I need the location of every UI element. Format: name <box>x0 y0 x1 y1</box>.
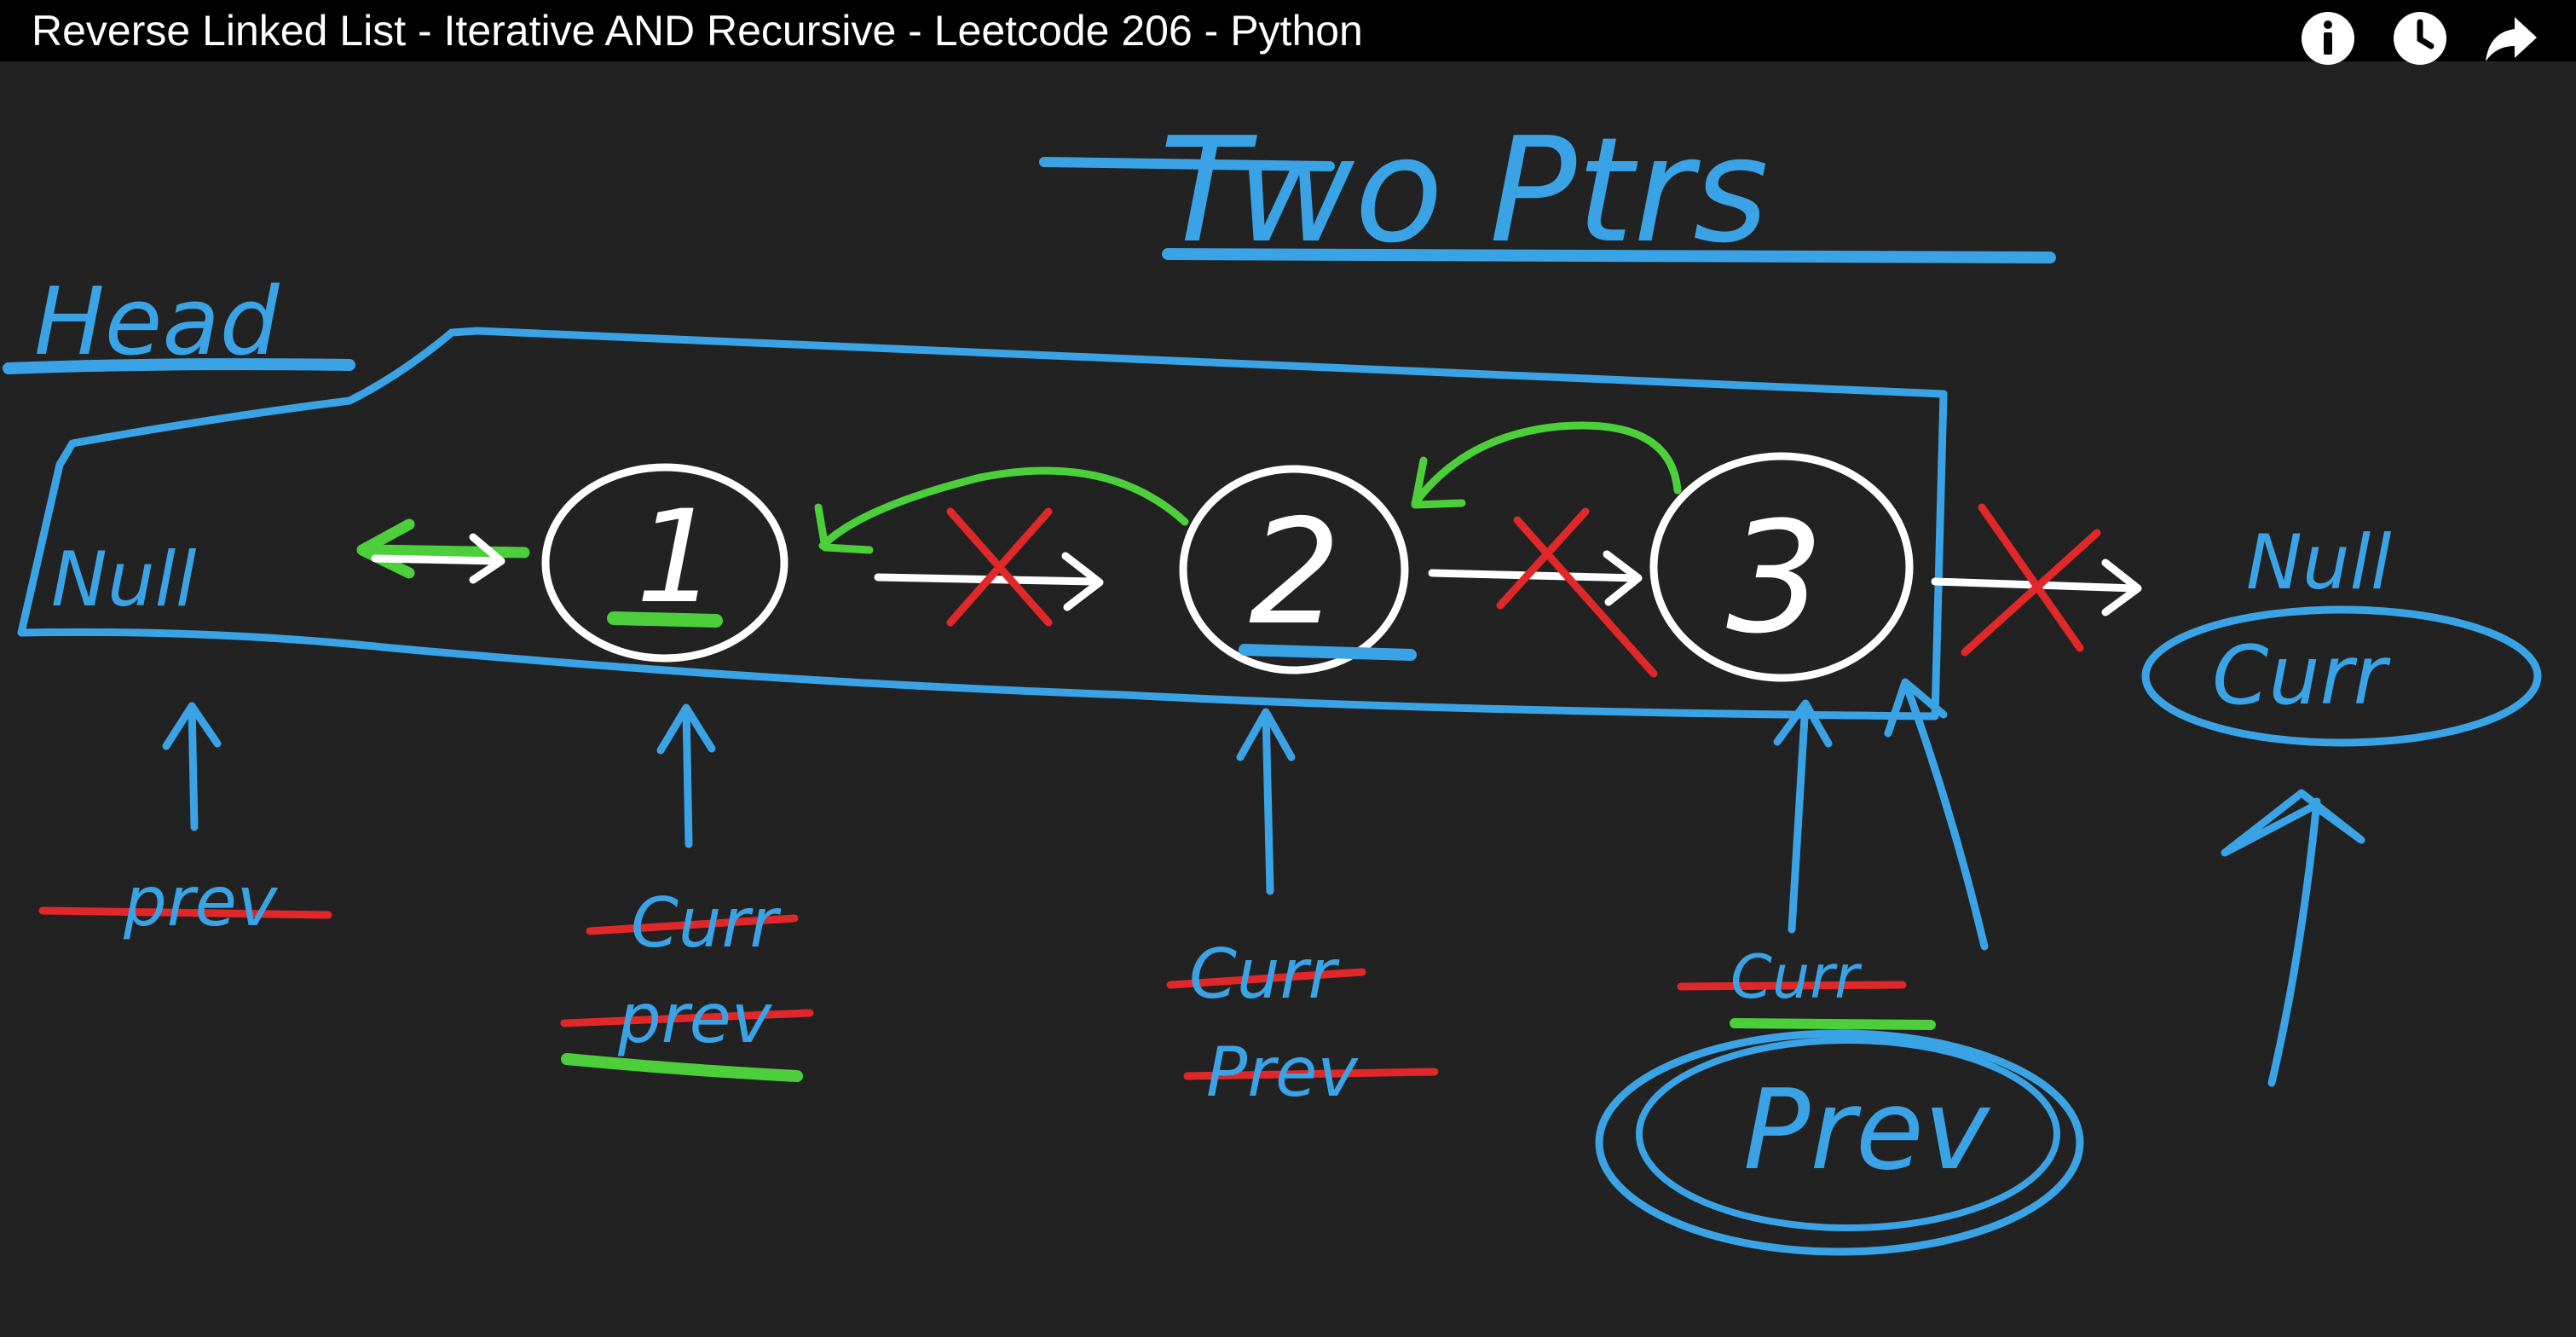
node3-curr-label: Curr <box>1730 942 1863 1012</box>
null-left-label: Null <box>51 535 197 623</box>
reverse-3-to-2 <box>1411 421 1682 509</box>
node-2-circle <box>1179 465 1409 674</box>
node2-prev-label: Prev <box>1206 1033 1359 1112</box>
node-1-value: 1 <box>636 483 717 632</box>
final-curr-label: Curr <box>2212 629 2391 723</box>
arrow-up-prev <box>162 702 222 831</box>
head-label: Head <box>34 267 280 376</box>
node-1-underline <box>607 611 723 628</box>
strike-node2-prev <box>1183 1068 1439 1080</box>
heading-two-ptrs: Two Ptrs <box>1159 107 1769 275</box>
underline-node3-curr <box>1730 1018 1936 1030</box>
clock-icon[interactable] <box>2392 10 2448 67</box>
null-left-white-arrow <box>371 533 505 584</box>
player-top-bar: Reverse Linked List - Iterative AND Recu… <box>0 0 2576 65</box>
arrow-up-box-corner <box>1884 678 1989 951</box>
node1-prev-label: prev <box>617 979 773 1058</box>
cross-1-to-2 <box>946 507 1053 627</box>
video-title[interactable]: Reverse Linked List - Iterative AND Recu… <box>32 7 1363 55</box>
reverse-2-to-1 <box>814 466 1189 554</box>
node-3-circle <box>1649 452 1914 682</box>
node1-curr-label: Curr <box>631 883 782 963</box>
node-2-underline <box>1239 644 1417 661</box>
prev-circle-outer <box>1595 1029 2084 1256</box>
cross-2-to-3 <box>1496 507 1658 678</box>
prev-circle-inner <box>1636 1037 2060 1231</box>
list-enclosure <box>17 327 1948 721</box>
heading-underline <box>1162 248 2056 263</box>
info-icon[interactable] <box>2300 10 2356 67</box>
node-3-value: 3 <box>1726 489 1824 668</box>
strike-node2-curr <box>1166 968 1366 989</box>
underline-node1-prev <box>561 1053 803 1082</box>
strike-null-prev <box>38 906 332 919</box>
strike-node3-curr <box>1677 981 1907 991</box>
curr-circle <box>2141 605 2542 747</box>
null-right-label: Null <box>2246 518 2392 606</box>
arrow-up-final <box>2221 789 2365 1087</box>
head-underline <box>3 358 355 374</box>
node3-prev-label: Prev <box>1743 1065 1991 1195</box>
arrow-up-node2 <box>1236 708 1296 895</box>
strike-node1-prev <box>560 1009 814 1027</box>
share-arrow-icon[interactable] <box>2482 10 2538 67</box>
arrow-up-node3 <box>1773 699 1833 934</box>
node2-curr-label: Curr <box>1189 935 1340 1014</box>
heading-overline <box>1039 157 1335 171</box>
arrow-up-node1 <box>656 703 716 848</box>
null-prev-label: prev <box>123 862 279 941</box>
node-2-value: 2 <box>1249 489 1341 657</box>
null-left-green-arrow <box>356 518 530 579</box>
cross-3-to-null <box>1961 503 2101 657</box>
node-1-circle <box>541 463 788 663</box>
arrow-2-to-3 <box>1428 550 1643 606</box>
strike-node1-curr <box>586 914 799 935</box>
